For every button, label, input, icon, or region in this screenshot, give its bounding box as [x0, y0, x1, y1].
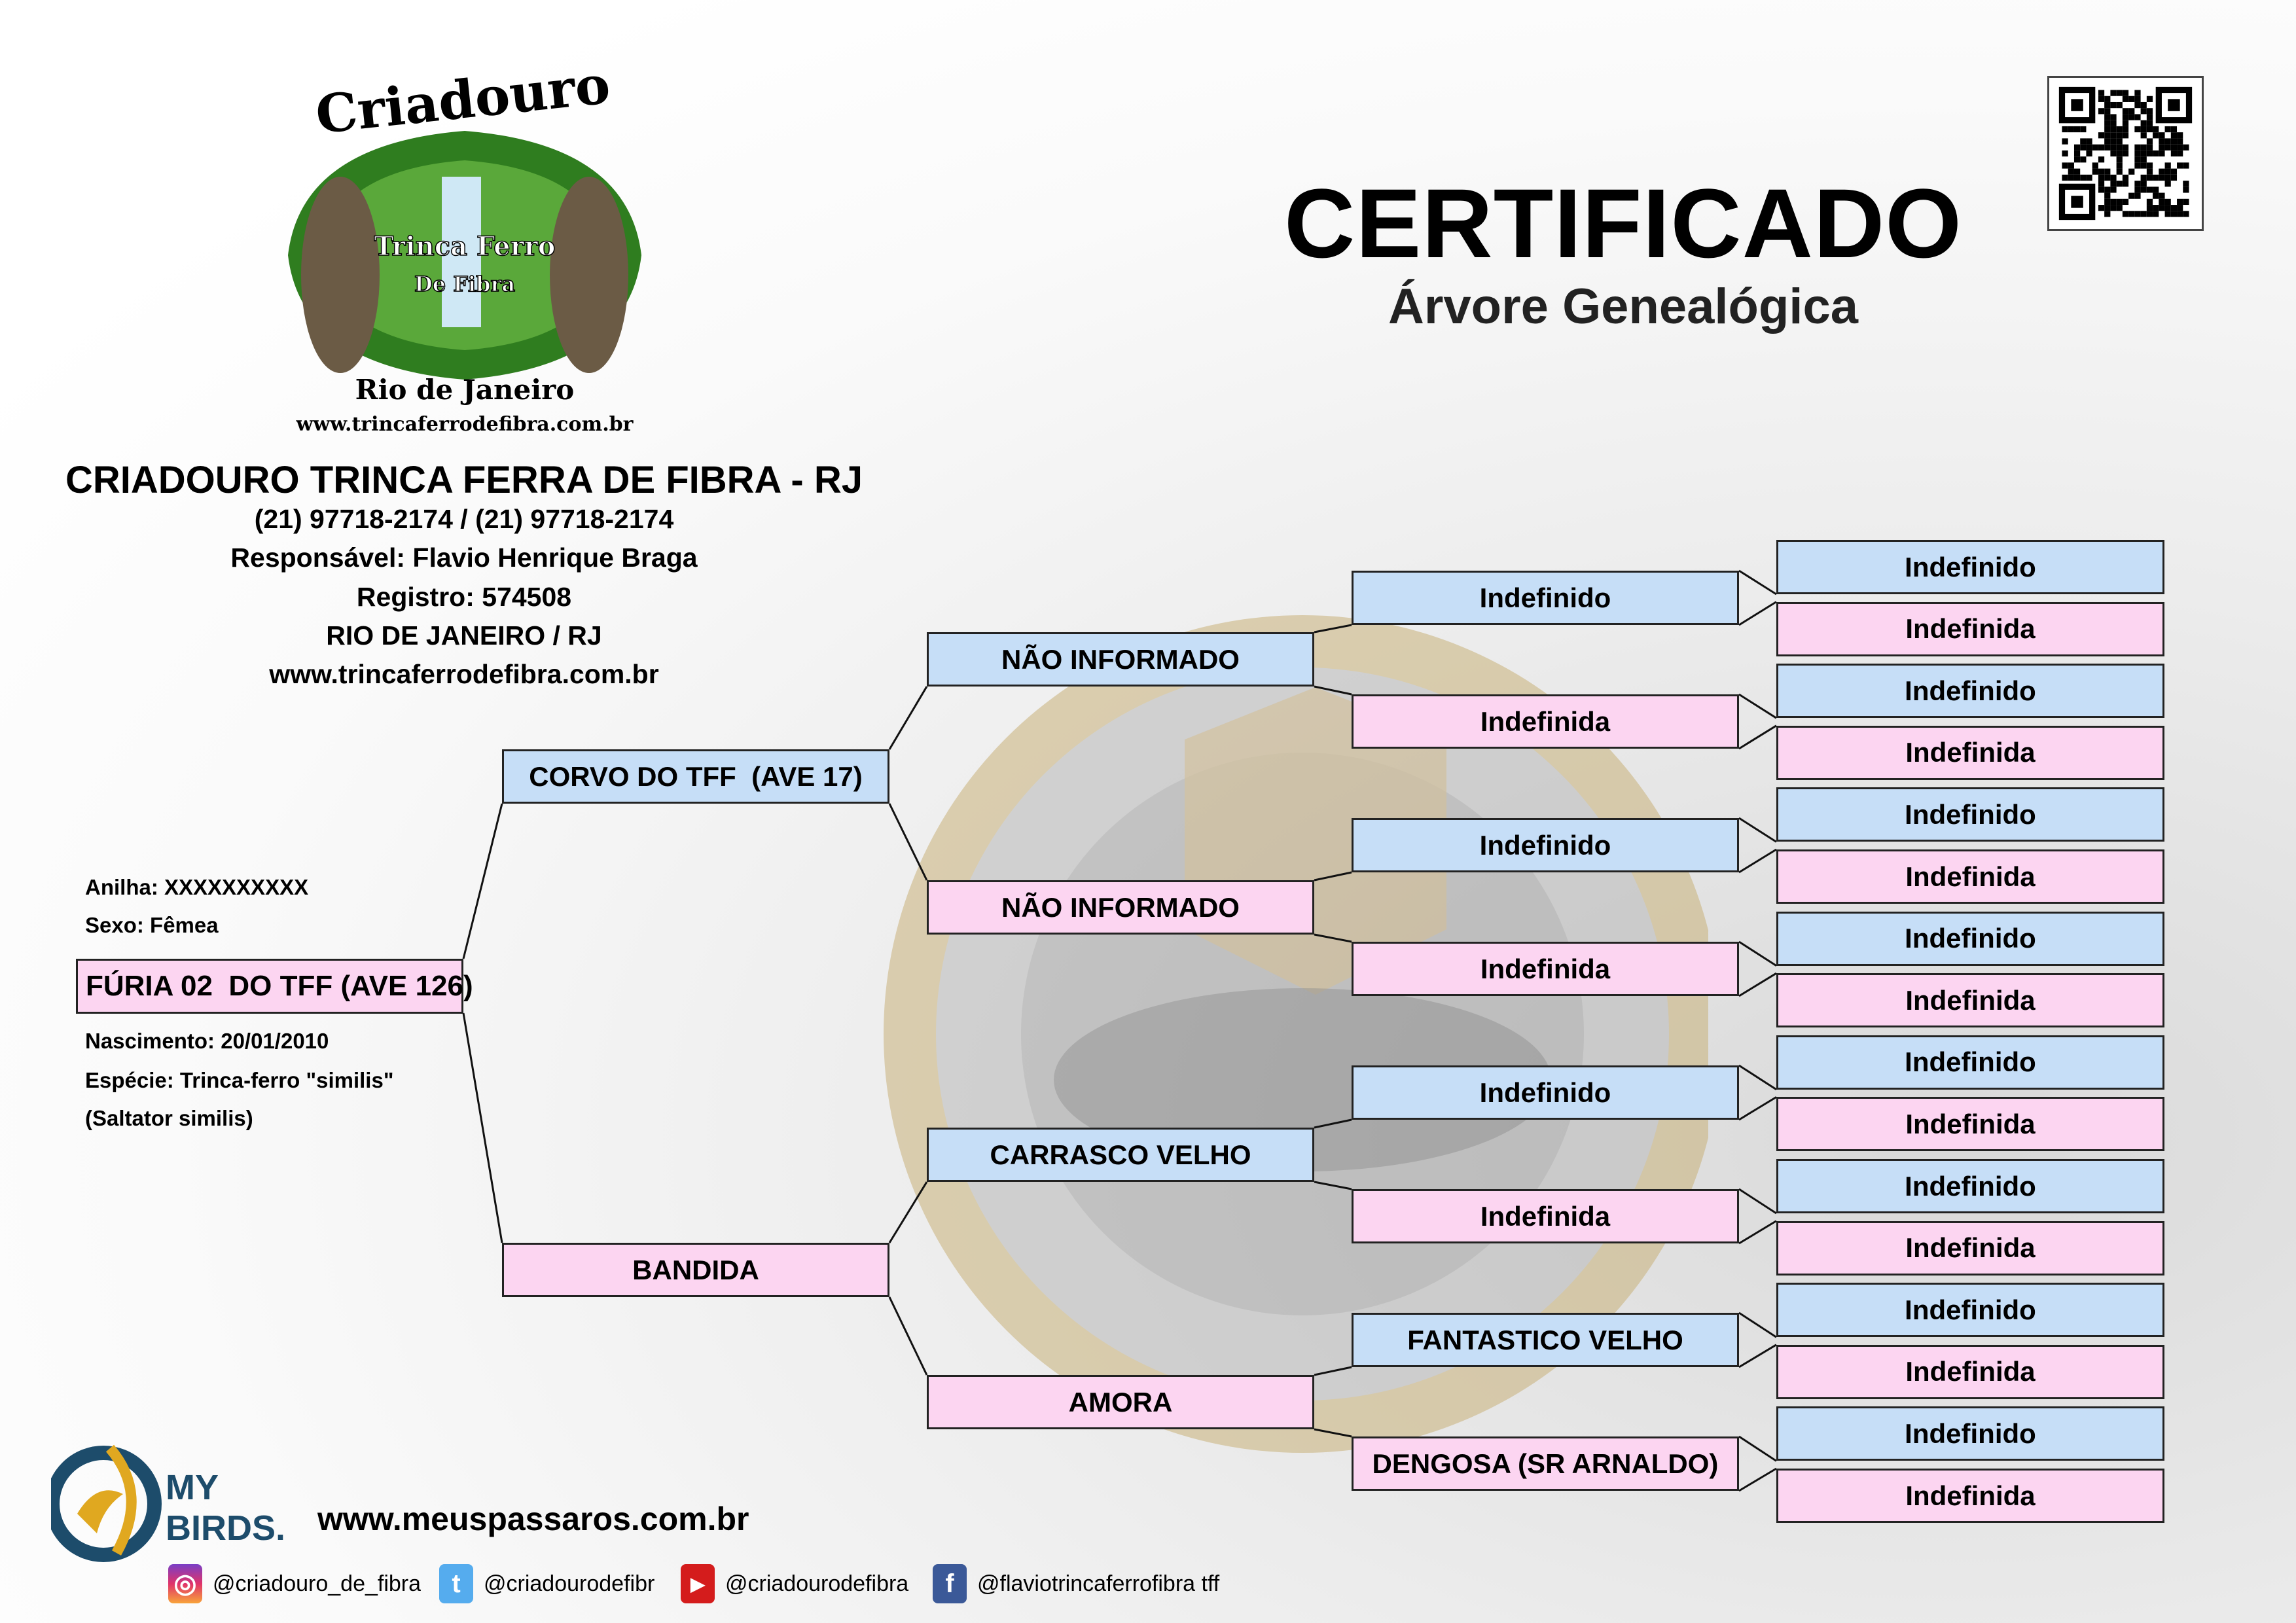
- svg-text:Trinca Ferro: Trinca Ferro: [374, 231, 556, 262]
- parent-box: BANDIDA: [502, 1243, 889, 1297]
- svg-text:Rio de Janeiro: Rio de Janeiro: [355, 374, 575, 406]
- mybirds-logo: MY BIRDS.: [51, 1444, 285, 1562]
- youtube-handle: @criadourodefibra: [725, 1571, 909, 1596]
- instagram-icon: ◎: [168, 1564, 202, 1603]
- footer-website[interactable]: www.meuspassaros.com.br: [317, 1501, 749, 1537]
- grandparent-box: NÃO INFORMADO: [927, 632, 1314, 687]
- great-great-grandparent-box: Indefinida: [1776, 601, 2164, 656]
- social-instagram[interactable]: ◎ @criadouro_de_fibra: [168, 1564, 421, 1603]
- grandparent-box: CARRASCO VELHO: [927, 1128, 1314, 1182]
- great-great-grandparent-box: Indefinido: [1776, 787, 2164, 842]
- certificate-title: CERTIFICADO: [1284, 168, 1962, 278]
- connector-line: [1738, 1344, 1777, 1368]
- species-latin: (Saltator similis): [85, 1106, 253, 1130]
- breeder-logo: Criadouro Trinca Ferro De Fibra Rio de J…: [288, 59, 641, 436]
- great-great-grandparent-box: Indefinida: [1776, 725, 2164, 780]
- great-grandparent-box: Indefinida: [1352, 694, 1739, 749]
- great-grandparent-box: Indefinido: [1352, 571, 1739, 625]
- breeder-location: RIO DE JANEIRO / RJ: [326, 620, 602, 651]
- connector-line: [1738, 693, 1777, 719]
- connector-line: [1738, 817, 1777, 843]
- connector-line: [1738, 1220, 1777, 1245]
- great-great-grandparent-box: Indefinido: [1776, 664, 2164, 719]
- social-youtube[interactable]: ▶ @criadourodefibra: [681, 1564, 908, 1603]
- great-grandparent-box: DENGOSA (SR ARNALDO): [1352, 1436, 1739, 1491]
- twitter-icon: t: [439, 1564, 473, 1603]
- species: Espécie: Trinca-ferro "similis": [85, 1068, 394, 1092]
- breeder-name: CRIADOURO TRINCA FERRA DE FIBRA - RJ: [65, 459, 863, 501]
- great-great-grandparent-box: Indefinida: [1776, 1469, 2164, 1523]
- great-great-grandparent-box: Indefinido: [1776, 1406, 2164, 1461]
- connector-line: [462, 1012, 503, 1243]
- svg-text:De Fibra: De Fibra: [414, 272, 515, 296]
- great-great-grandparent-box: Indefinida: [1776, 973, 2164, 1028]
- great-great-grandparent-box: Indefinido: [1776, 1283, 2164, 1338]
- great-grandparent-box: Indefinida: [1352, 942, 1739, 996]
- connector-line: [1738, 1064, 1777, 1091]
- great-great-grandparent-box: Indefinida: [1776, 1221, 2164, 1275]
- grandparent-box: AMORA: [927, 1375, 1314, 1429]
- great-great-grandparent-box: Indefinida: [1776, 849, 2164, 904]
- social-twitter[interactable]: t @criadourodefibr: [439, 1564, 655, 1603]
- breeder-registry: Registro: 574508: [356, 582, 572, 612]
- instagram-handle: @criadouro_de_fibra: [213, 1571, 422, 1596]
- youtube-icon: ▶: [681, 1564, 715, 1603]
- great-great-grandparent-box: Indefinido: [1776, 1035, 2164, 1090]
- ring-number: Anilha: XXXXXXXXXX: [85, 875, 309, 899]
- qr-code: [2047, 76, 2204, 231]
- great-great-grandparent-box: Indefinida: [1776, 1097, 2164, 1152]
- sex: Sexo: Fêmea: [85, 913, 219, 937]
- connector-line: [1738, 1435, 1777, 1462]
- connector-line: [1738, 569, 1777, 596]
- great-great-grandparent-box: Indefinido: [1776, 911, 2164, 966]
- connector-line: [1738, 1188, 1777, 1215]
- svg-text:www.trincaferrodefibra.com.br: www.trincaferrodefibra.com.br: [296, 413, 634, 436]
- great-great-grandparent-box: Indefinido: [1776, 1159, 2164, 1213]
- grandparent-box: NÃO INFORMADO: [927, 880, 1314, 935]
- great-great-grandparent-box: Indefinida: [1776, 1344, 2164, 1399]
- twitter-handle: @criadourodefibr: [484, 1571, 655, 1596]
- connector-line: [462, 803, 503, 959]
- social-facebook[interactable]: f @flaviotrincaferrofibra tff: [933, 1564, 1219, 1603]
- connector-line: [1738, 601, 1777, 626]
- connector-line: [1738, 1311, 1777, 1338]
- breeder-responsible: Responsável: Flavio Henrique Braga: [230, 543, 698, 573]
- great-great-grandparent-box: Indefinido: [1776, 540, 2164, 594]
- connector-line: [1738, 724, 1777, 750]
- birth-date: Nascimento: 20/01/2010: [85, 1029, 329, 1053]
- subject-bird-box: FÚRIA 02 DO TFF (AVE 126): [76, 959, 473, 1014]
- brand-birds: BIRDS.: [166, 1508, 285, 1548]
- great-grandparent-box: Indefinido: [1352, 818, 1739, 872]
- great-grandparent-box: Indefinida: [1352, 1189, 1739, 1243]
- certificate-subtitle: Árvore Genealógica: [1388, 279, 1859, 334]
- connector-line: [1738, 848, 1777, 874]
- connector-line: [1738, 1096, 1777, 1121]
- breeder-phone: (21) 97718-2174 / (21) 97718-2174: [254, 504, 674, 534]
- facebook-handle: @flaviotrincaferrofibra tff: [977, 1571, 1220, 1596]
- connector-line: [1738, 972, 1777, 997]
- breeder-website: www.trincaferrodefibra.com.br: [269, 659, 659, 689]
- brand-my: MY: [166, 1468, 219, 1507]
- parent-box: CORVO DO TFF (AVE 17): [502, 749, 889, 804]
- facebook-icon: f: [933, 1564, 967, 1603]
- great-grandparent-box: FANTASTICO VELHO: [1352, 1313, 1739, 1367]
- connector-line: [1738, 940, 1777, 967]
- great-grandparent-box: Indefinido: [1352, 1065, 1739, 1120]
- connector-line: [1738, 1467, 1777, 1492]
